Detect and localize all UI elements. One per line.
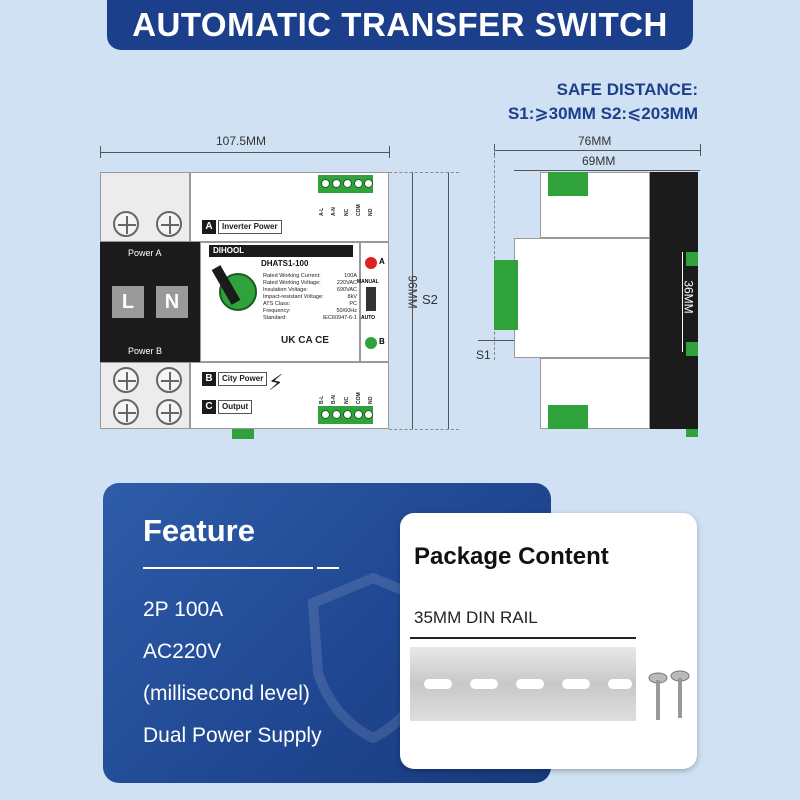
screw-icon: [156, 211, 182, 237]
main-face: DIHOOL DHATS1-100 Rated Working Current:…: [200, 242, 360, 362]
indicator-a-led: [365, 257, 377, 269]
inverter-letter: A: [202, 220, 216, 234]
dim-guide: [494, 150, 495, 360]
safe-distance-value: S1:⩾30MM S2:⩽203MM: [507, 104, 698, 123]
manual-label: MANUAL: [357, 279, 379, 285]
terminal-module-bottom-left: [100, 362, 190, 429]
auto-label: AUTO: [361, 315, 376, 321]
rail-clip-foot: [686, 429, 698, 437]
indicator-b-label: B: [379, 337, 385, 346]
screw-icon: [113, 367, 139, 393]
inverter-label: Inverter Power: [218, 220, 282, 234]
din-clip: [232, 429, 254, 439]
indicator-panel: A MANUAL AUTO B: [357, 242, 389, 362]
spec-table: Rated Working Current:100A Rated Working…: [263, 273, 357, 321]
dim-tick: [100, 146, 101, 158]
feature-title: Feature: [143, 513, 255, 548]
top-terminal-labels: A-L A-N NC COM NO: [319, 204, 374, 216]
screw-icon: [113, 211, 139, 237]
ats-front-view: A-L A-N NC COM NO A Inverter Power Power…: [100, 172, 389, 439]
feature-item: (millisecond level): [143, 682, 310, 705]
side-top: [540, 172, 650, 238]
side-terminal-bottom: [548, 405, 588, 429]
item-underline: [410, 637, 636, 639]
package-title: Package Content: [414, 543, 609, 570]
output-letter: C: [202, 400, 216, 414]
screw-icon: [156, 399, 182, 425]
city-label: City Power: [218, 372, 268, 386]
dim-side-width: 76MM: [578, 134, 612, 148]
side-bottom: [540, 358, 650, 429]
power-b-label: Power B: [128, 346, 163, 356]
indicator-b-led: [365, 337, 377, 349]
pylon-icon: ⚡: [268, 370, 284, 395]
safe-distance-title: SAFE DISTANCE:: [556, 80, 698, 99]
n-terminal: N: [156, 286, 188, 318]
feature-item: Dual Power Supply: [143, 724, 322, 747]
power-block: Power A L N Power B: [100, 242, 200, 362]
dim-line: [478, 340, 514, 341]
rail-clip-top: [686, 252, 698, 266]
l-terminal: L: [112, 286, 144, 318]
rail-clip-bottom: [686, 342, 698, 356]
dim-guide: [389, 172, 459, 173]
control-terminal-bottom: [318, 406, 373, 424]
terminal-module-top-left: [100, 172, 190, 242]
din-rail-image: [410, 647, 636, 721]
dim-side-inner: 69MM: [582, 154, 616, 168]
package-item: 35MM DIN RAIL: [414, 608, 538, 627]
side-terminal-top: [548, 172, 588, 196]
output-label: Output: [218, 400, 253, 414]
mode-switch: [366, 287, 376, 311]
side-knob: [494, 260, 518, 330]
dim-front-width: 107.5MM: [216, 134, 267, 148]
brand-strip: DIHOOL: [209, 245, 353, 257]
dim-guide: [389, 429, 459, 430]
dim-line: [514, 170, 700, 171]
title-underline-dash: [317, 567, 339, 569]
side-body: [514, 238, 650, 358]
feature-item: AC220V: [143, 640, 222, 663]
dim-s1: S1: [476, 348, 491, 362]
power-a-label: Power A: [128, 248, 162, 258]
screw-icon: [156, 367, 182, 393]
dim-line: [682, 252, 683, 352]
feature-item: 2P 100A: [143, 598, 224, 621]
title-underline: [143, 567, 313, 569]
city-letter: B: [202, 372, 216, 386]
model-number: DHATS1-100: [261, 259, 309, 268]
page-title: AUTOMATIC TRANSFER SWITCH: [107, 0, 693, 50]
control-terminal-top: [318, 175, 373, 193]
ats-side-view: [494, 172, 700, 437]
indicator-a-label: A: [379, 257, 385, 266]
dim-line: [494, 150, 700, 151]
safe-distance: SAFE DISTANCE: S1:⩾30MM S2:⩽203MM: [468, 78, 698, 126]
dim-line: [412, 172, 413, 429]
dim-tick: [389, 146, 390, 158]
side-rail-block: [650, 172, 698, 429]
dim-front-height: 96MM: [405, 275, 420, 309]
screw-pair-icon: [648, 670, 690, 720]
bottom-terminal-labels: B-L B-N NC COM NO: [319, 392, 374, 404]
dim-line: [100, 152, 389, 153]
dim-tick: [700, 144, 701, 156]
dim-s2: S2: [422, 292, 438, 307]
package-panel: Package Content 35MM DIN RAIL: [400, 513, 697, 769]
dim-line: [448, 172, 449, 429]
certification-marks: UK CA CE: [281, 335, 329, 346]
dim-rail-height: 36MM: [681, 280, 696, 314]
screw-icon: [113, 399, 139, 425]
